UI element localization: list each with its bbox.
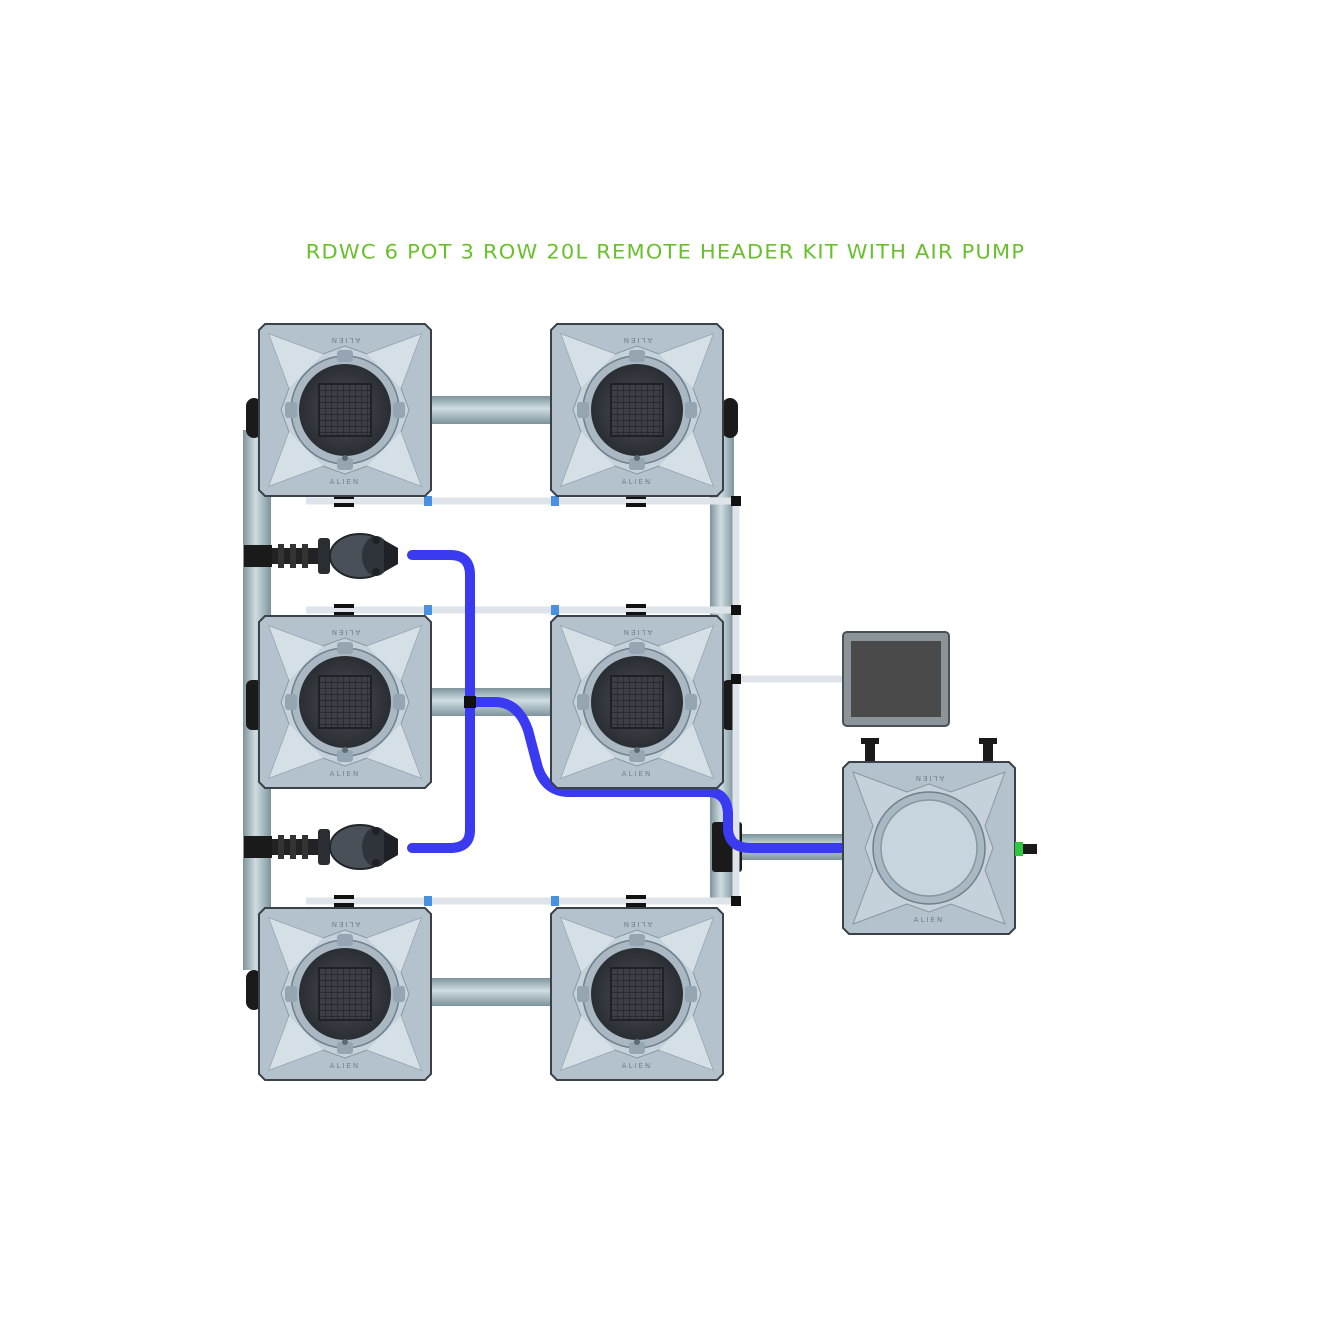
pot-row2-right: ALIEN ALIEN bbox=[550, 615, 724, 789]
pot-brand: ALIEN bbox=[330, 1062, 360, 1070]
pot-brand: ALIEN bbox=[330, 478, 360, 486]
air-line-network bbox=[306, 497, 846, 905]
air-valves bbox=[424, 496, 559, 906]
pot-brand: ALIEN bbox=[622, 770, 652, 778]
pot-row1-left: ALIEN ALIEN bbox=[258, 323, 432, 497]
tank-brand: ALIEN bbox=[914, 774, 944, 782]
pot-brand: ALIEN bbox=[330, 920, 360, 928]
pot-brand: ALIEN bbox=[330, 336, 360, 344]
tank-brand: ALIEN bbox=[914, 916, 944, 924]
hose-tee bbox=[464, 696, 476, 708]
air-line-junctions bbox=[334, 495, 741, 907]
header-tank: ALIEN ALIEN bbox=[842, 738, 1037, 935]
elbow-fitting bbox=[722, 398, 738, 438]
pot-brand: ALIEN bbox=[622, 478, 652, 486]
pump-tee-fitting bbox=[244, 545, 272, 567]
air-pump bbox=[842, 631, 950, 727]
pot-row3-right: ALIEN ALIEN bbox=[550, 907, 724, 1081]
pot-brand: ALIEN bbox=[622, 1062, 652, 1070]
pot-row2-left: ALIEN ALIEN bbox=[258, 615, 432, 789]
pot-row3-left: ALIEN ALIEN bbox=[258, 907, 432, 1081]
pot-brand: ALIEN bbox=[330, 628, 360, 636]
pot-brand: ALIEN bbox=[622, 336, 652, 344]
water-pump bbox=[272, 533, 398, 579]
pot-brand: ALIEN bbox=[622, 628, 652, 636]
pump-tee-fitting bbox=[244, 836, 272, 858]
pot-row1-right: ALIEN ALIEN bbox=[550, 323, 724, 497]
pot-brand: ALIEN bbox=[330, 770, 360, 778]
row-3-link-pipe bbox=[428, 978, 554, 1006]
water-pump bbox=[272, 824, 398, 870]
pot-brand: ALIEN bbox=[622, 920, 652, 928]
kit-title: RDWC 6 POT 3 ROW 20L REMOTE HEADER KIT W… bbox=[305, 240, 1026, 264]
row-1-link-pipe bbox=[428, 396, 554, 424]
